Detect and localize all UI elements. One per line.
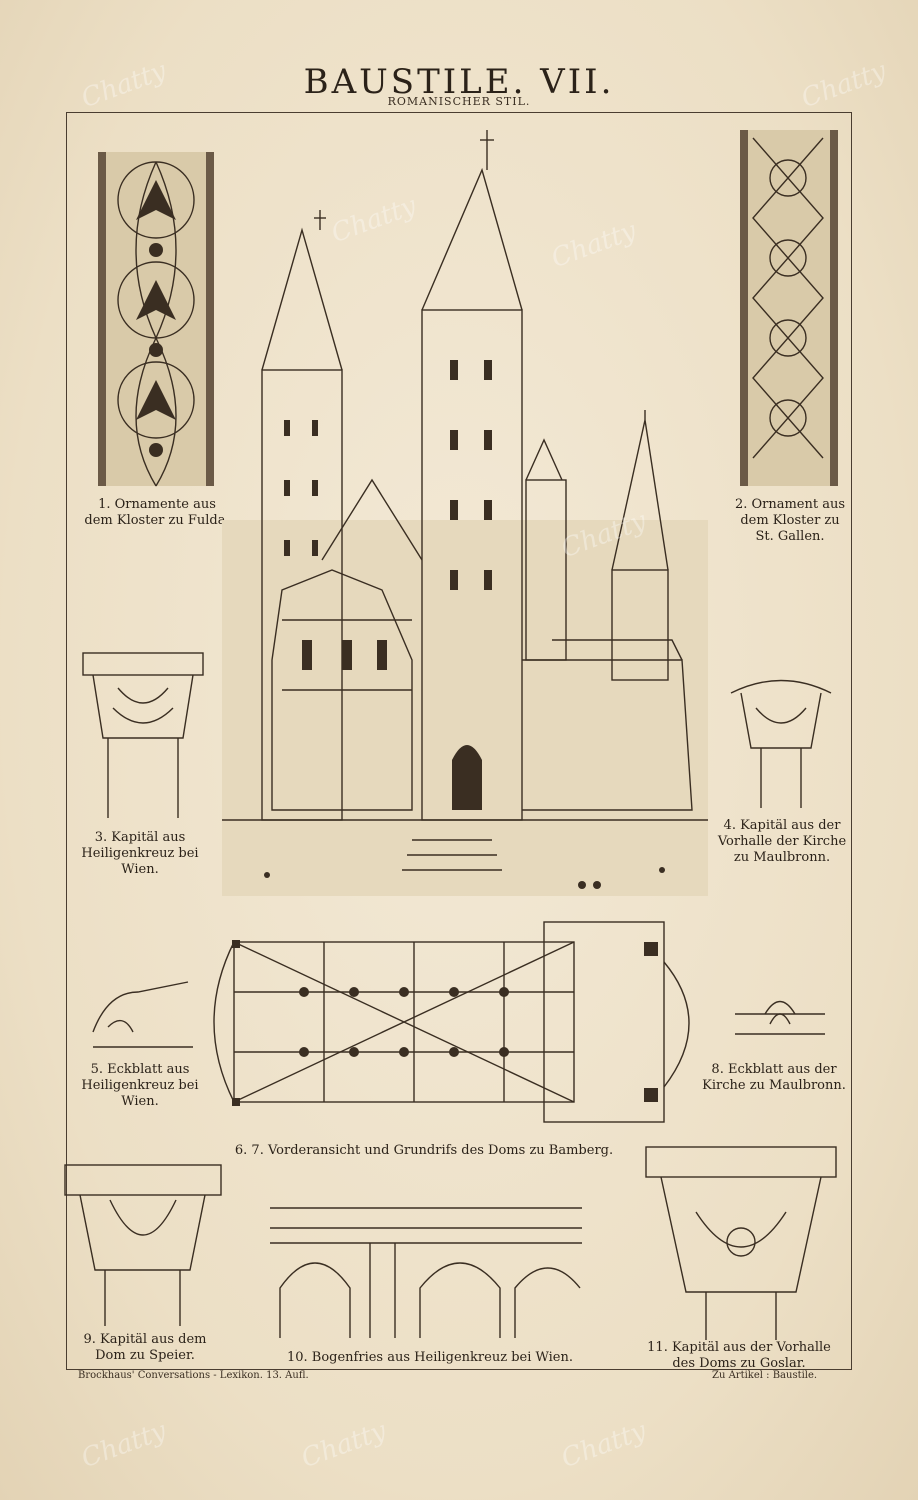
- caption-fig8-line: 8. Eckblatt aus der: [711, 1062, 837, 1077]
- eckblatt-maulbronn-illustration: [735, 1000, 825, 1035]
- caption-fig3: 3. Kapitäl aus Heiligenkreuz bei Wien.: [60, 830, 220, 878]
- watermark-text: Chatty: [297, 1415, 391, 1475]
- caption-fig5-line: Heiligenkreuz bei: [81, 1078, 199, 1093]
- plate-title: BAUSTILE. VII.: [303, 62, 615, 102]
- caption-fig1-line: dem Kloster zu Fulda.: [84, 513, 230, 528]
- caption-fig67-line: 6. 7. Vorderansicht und Grundrifs des Do…: [234, 1143, 614, 1158]
- caption-fig10: 10. Bogenfries aus Heiligenkreuz bei Wie…: [250, 1350, 610, 1366]
- bamberg-floor-plan-illustration: [213, 921, 690, 1123]
- caption-fig8: 8. Eckblatt aus der Kirche zu Maulbronn.: [684, 1062, 864, 1094]
- footer-reference: Zu Artikel : Baustile.: [712, 1370, 818, 1381]
- watermark-text: Chatty: [77, 1415, 171, 1475]
- caption-fig5: 5. Eckblatt aus Heiligenkreuz bei Wien.: [60, 1062, 220, 1110]
- caption-fig67: 6. 7. Vorderansicht und Grundrifs des Do…: [204, 1143, 644, 1159]
- caption-fig3-line: Heiligenkreuz bei: [81, 846, 199, 861]
- caption-fig5-line: 5. Eckblatt aus: [90, 1062, 190, 1077]
- footer-source: Brockhaus' Conversations - Lexikon. 13. …: [78, 1370, 309, 1381]
- caption-fig11-line: des Doms zu Goslar.: [672, 1356, 806, 1371]
- watermark-text: Chatty: [557, 1415, 651, 1475]
- caption-fig3-line: Wien.: [121, 862, 159, 877]
- ornament-st-gallen-illustration: [740, 130, 838, 486]
- eckblatt-heiligenkreuz-illustration: [92, 981, 193, 1048]
- capital-maulbronn-illustration: [730, 679, 832, 808]
- caption-fig9-line: Dom zu Speier.: [95, 1348, 195, 1363]
- caption-fig2-line: dem Kloster zu: [740, 513, 840, 528]
- caption-fig1-line: 1. Ornamente aus: [98, 497, 216, 512]
- bamberg-cathedral-illustration: [222, 130, 708, 896]
- caption-fig4-line: Vorhalle der Kirche: [717, 834, 847, 849]
- capital-speier-illustration: [64, 1164, 222, 1326]
- caption-fig3-line: 3. Kapitäl aus: [94, 830, 186, 845]
- caption-fig10-line: 10. Bogenfries aus Heiligenkreuz bei Wie…: [286, 1350, 573, 1365]
- caption-fig9: 9. Kapitäl aus dem Dom zu Speier.: [60, 1332, 230, 1364]
- caption-fig2-line: St. Gallen.: [755, 529, 825, 544]
- caption-fig11-line: 11. Kapitäl aus der Vorhalle: [647, 1340, 831, 1355]
- plate-subtitle: ROMANISCHER STIL.: [387, 95, 531, 108]
- caption-fig1: 1. Ornamente aus dem Kloster zu Fulda.: [62, 497, 252, 529]
- ornament-fulda-illustration: [98, 152, 214, 487]
- caption-fig4-line: zu Maulbronn.: [733, 850, 831, 865]
- caption-fig5-line: Wien.: [121, 1094, 159, 1109]
- caption-fig9-line: 9. Kapitäl aus dem: [83, 1332, 207, 1347]
- caption-fig4: 4. Kapitäl aus der Vorhalle der Kirche z…: [692, 818, 872, 866]
- caption-fig2: 2. Ornament aus dem Kloster zu St. Galle…: [700, 497, 880, 545]
- capital-heiligenkreuz-illustration: [82, 652, 204, 818]
- plate-frame: [66, 112, 852, 1370]
- caption-fig11: 11. Kapitäl aus der Vorhalle des Doms zu…: [614, 1340, 864, 1372]
- caption-fig8-line: Kirche zu Maulbronn.: [702, 1078, 846, 1093]
- bogenfries-heiligenkreuz-illustration: [270, 1207, 582, 1338]
- caption-fig4-line: 4. Kapitäl aus der: [723, 818, 841, 833]
- caption-fig2-line: 2. Ornament aus: [734, 497, 846, 512]
- capital-goslar-illustration: [645, 1146, 837, 1340]
